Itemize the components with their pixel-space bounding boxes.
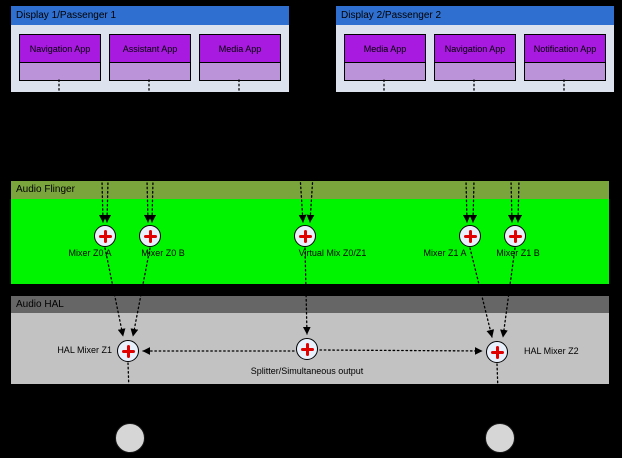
output-device-2-icon (485, 423, 515, 453)
app-body-section (525, 62, 605, 80)
plus-icon (495, 346, 499, 359)
app-body-section (200, 62, 280, 80)
app-label: Notification App (525, 35, 605, 62)
mixer-z1a-label: Mixer Z1 A (423, 248, 467, 258)
plus-icon (148, 230, 152, 243)
plus-icon (468, 230, 472, 243)
app-label: Navigation App (435, 35, 515, 62)
hal-mixer-z2-node (486, 341, 508, 363)
hal-mixer-z1-label: HAL Mixer Z1 (57, 345, 112, 355)
app-notification-display2: Notification App (524, 34, 606, 81)
app-media-display1: Media App (199, 34, 281, 81)
hal-mixer-z2-label: HAL Mixer Z2 (524, 346, 579, 356)
mixer-z1b-label: Mixer Z1 B (496, 248, 540, 258)
mixer-z1a-node (459, 225, 481, 247)
app-body-section (110, 62, 190, 80)
app-label: Media App (200, 35, 280, 62)
hal-mixer-z1-node (117, 340, 139, 362)
mixer-z0b-node (139, 225, 161, 247)
mixer-z0b-label: Mixer Z0 B (141, 248, 185, 258)
plus-icon (303, 230, 307, 243)
display1-panel: Display 1/Passenger 1 Navigation App Ass… (10, 5, 290, 93)
plus-icon (103, 230, 107, 243)
display2-panel: Display 2/Passenger 2 Media App Navigati… (335, 5, 615, 93)
app-navigation-display2: Navigation App (434, 34, 516, 81)
app-navigation-display1: Navigation App (19, 34, 101, 81)
display2-title: Display 2/Passenger 2 (336, 6, 614, 25)
mixer-z1b-node (504, 225, 526, 247)
app-label: Media App (345, 35, 425, 62)
app-body-section (345, 62, 425, 80)
app-label: Assistant App (110, 35, 190, 62)
display1-title: Display 1/Passenger 1 (11, 6, 289, 25)
splitter-label: Splitter/Simultaneous output (250, 366, 364, 376)
audio-flinger-title: Audio Flinger (11, 181, 609, 199)
plus-icon (126, 345, 130, 358)
plus-icon (513, 230, 517, 243)
audio-hal-title: Audio HAL (11, 296, 609, 313)
splitter-node (296, 338, 318, 360)
app-label: Navigation App (20, 35, 100, 62)
mixer-z0a-label: Mixer Z0 A (68, 248, 112, 258)
plus-icon (305, 343, 309, 356)
app-media-display2: Media App (344, 34, 426, 81)
app-body-section (20, 62, 100, 80)
mixer-z0a-node (94, 225, 116, 247)
virtual-mix-label: Virtual Mix Z0/Z1 (298, 248, 367, 258)
app-body-section (435, 62, 515, 80)
virtual-mix-node (294, 225, 316, 247)
output-device-1-icon (115, 423, 145, 453)
app-assistant-display1: Assistant App (109, 34, 191, 81)
